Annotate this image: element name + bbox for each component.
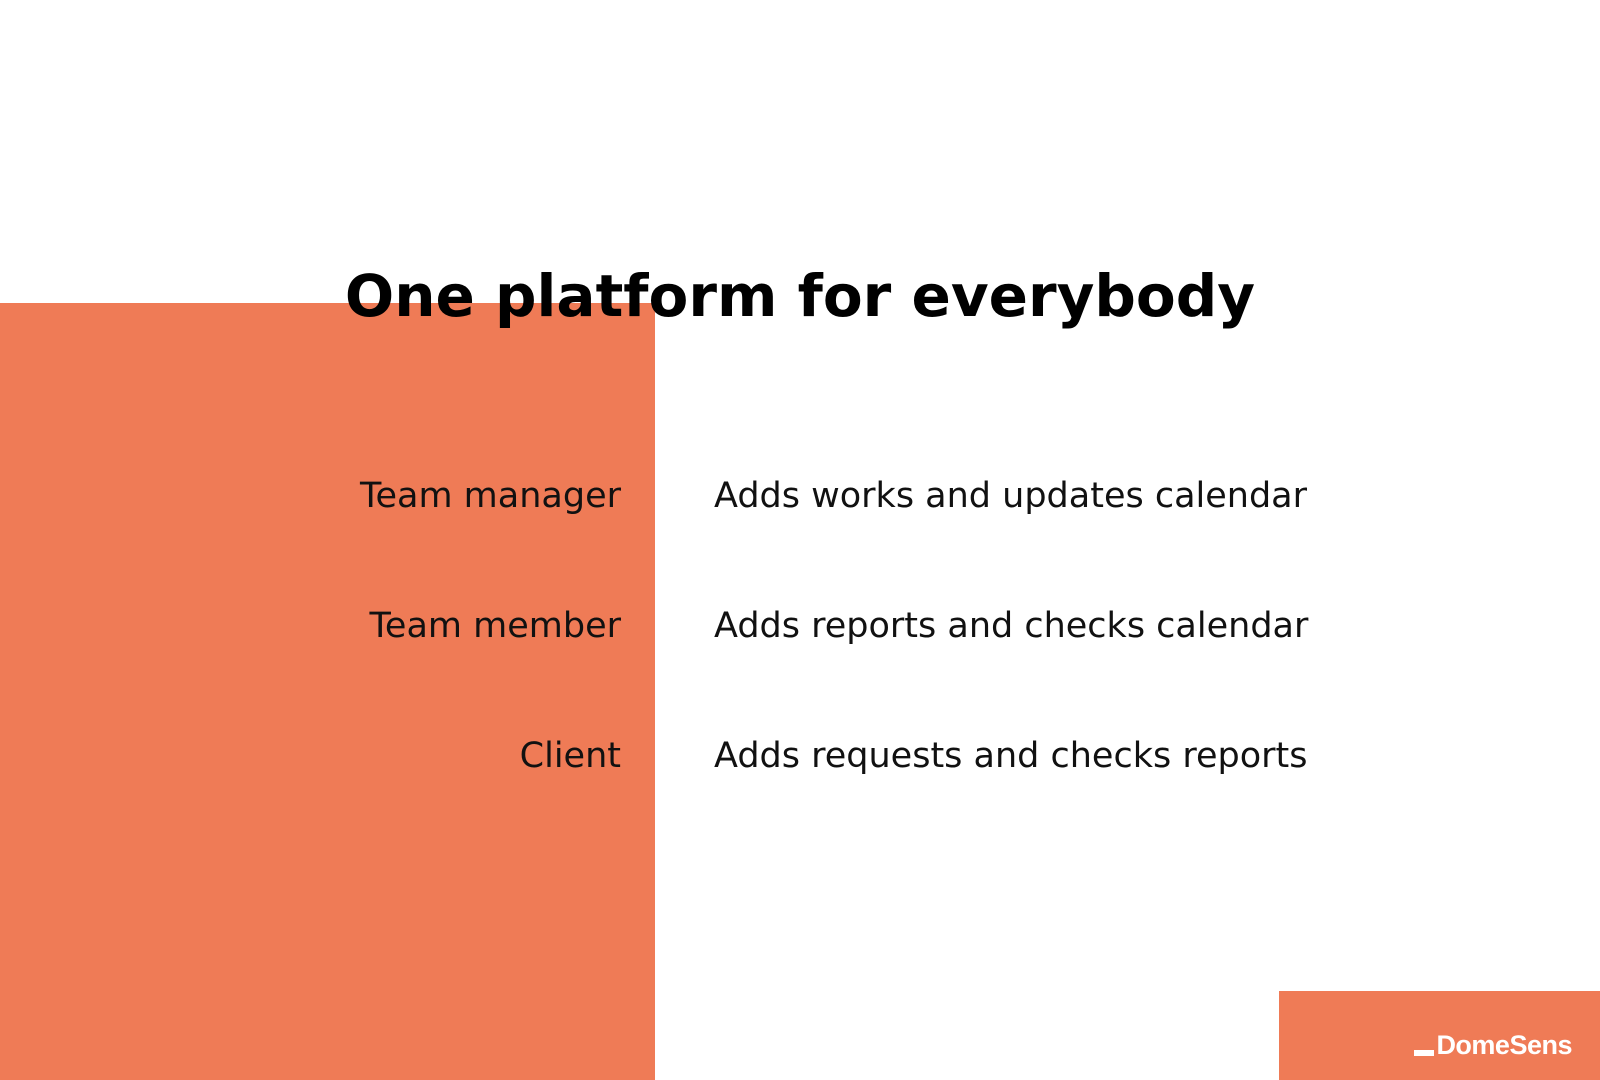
role-description: Adds works and updates calendar	[714, 476, 1308, 516]
role-row-team-member: Team member Adds reports and checks cale…	[0, 596, 1600, 726]
domesens-logo: DomeSens	[1414, 1030, 1572, 1060]
slide-title: One platform for everybody	[344, 262, 1256, 330]
role-description: Adds reports and checks calendar	[714, 606, 1309, 646]
roles-list: Team manager Adds works and updates cale…	[0, 466, 1600, 856]
accent-block	[0, 303, 655, 1080]
logo-block: DomeSens	[1279, 991, 1600, 1080]
role-name: Team manager	[360, 476, 621, 516]
logo-underscore-mark	[1414, 1050, 1435, 1056]
role-name: Client	[519, 736, 621, 776]
role-row-client: Client Adds requests and checks reports	[0, 726, 1600, 856]
role-description: Adds requests and checks reports	[714, 736, 1308, 776]
logo-text: DomeSens	[1436, 1030, 1572, 1060]
role-row-team-manager: Team manager Adds works and updates cale…	[0, 466, 1600, 596]
role-name: Team member	[369, 606, 622, 646]
